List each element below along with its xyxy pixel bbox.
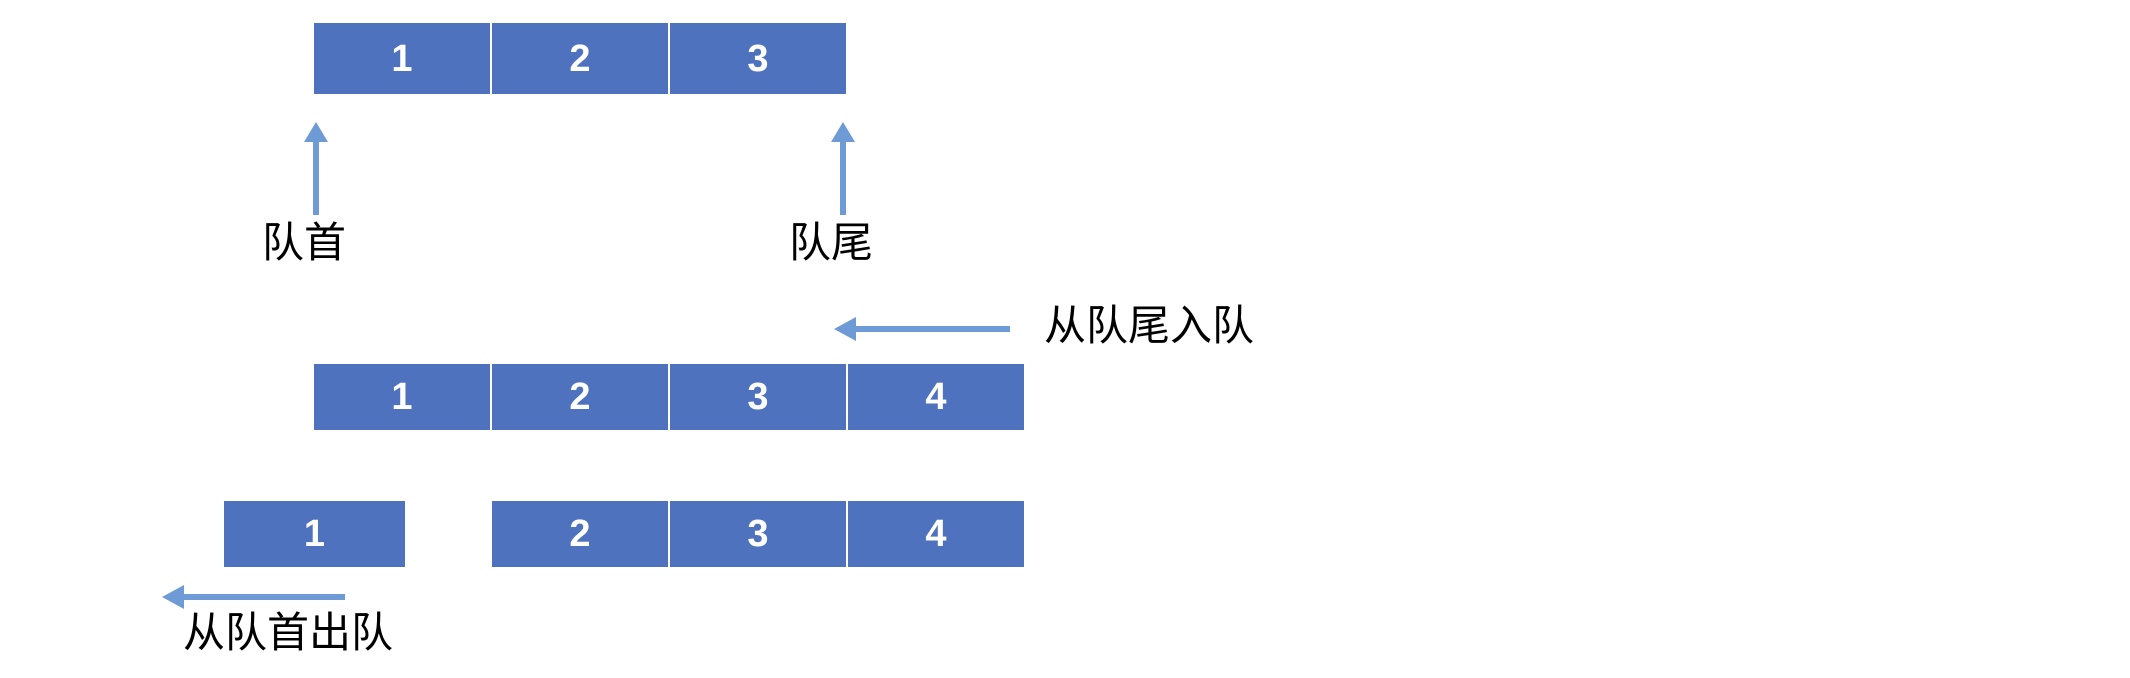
tail-label: 队尾 [789,218,874,267]
queue-cell: 2 [491,500,669,568]
queue-cell: 3 [669,22,847,95]
queue-cell: 4 [847,500,1025,568]
dequeue-arrow [162,585,345,609]
dequeued-cell: 1 [223,500,406,568]
head-pointer-arrow [304,122,328,215]
queue-cell: 3 [669,500,847,568]
tail-pointer-arrow [831,122,855,215]
queue-cell: 1 [313,363,491,431]
queue-cell: 2 [491,363,669,431]
enqueue-arrow [834,317,1010,341]
head-label: 队首 [262,218,347,267]
dequeue-label: 从队首出队 [183,608,394,657]
queue-cell: 1 [313,22,491,95]
enqueue-label: 从队尾入队 [1044,301,1255,350]
queue-cell: 2 [491,22,669,95]
queue-cell: 3 [669,363,847,431]
queue-cell: 4 [847,363,1025,431]
